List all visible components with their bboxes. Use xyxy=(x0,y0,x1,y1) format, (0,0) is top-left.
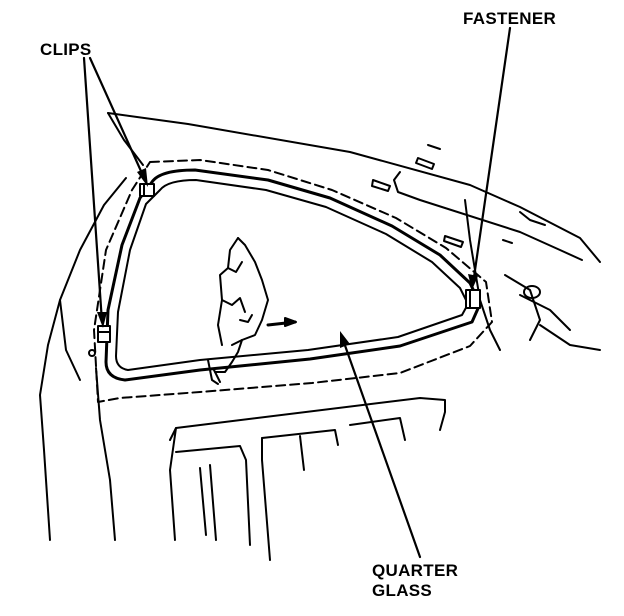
fastener-part xyxy=(465,289,481,309)
leader-lines xyxy=(82,26,512,559)
leader-fastener xyxy=(471,26,512,286)
leader-clips-left xyxy=(82,56,104,324)
fastener-label: FASTENER xyxy=(463,9,557,28)
hand-with-tool xyxy=(207,237,297,385)
clips-label: CLIPS xyxy=(40,40,92,59)
leader-quarter-glass xyxy=(340,335,422,559)
clip-left xyxy=(88,325,111,357)
quarter-glass-outer xyxy=(104,168,482,382)
body-hole xyxy=(523,285,541,299)
lower-panel xyxy=(169,397,446,561)
leader-clips-top xyxy=(88,56,147,182)
dashed-opening-outline xyxy=(93,159,493,403)
roof-slots xyxy=(371,144,513,248)
leader-arrowheads xyxy=(97,168,478,348)
body-panel-outline xyxy=(39,112,601,541)
quarter-glass-label-line1: QUARTER xyxy=(372,561,459,580)
quarter-glass-label-line2: GLASS xyxy=(372,581,433,600)
clip-top xyxy=(139,183,155,197)
quarter-glass-inner xyxy=(115,179,469,371)
quarter-glass-label: QUARTER GLASS xyxy=(372,561,458,601)
